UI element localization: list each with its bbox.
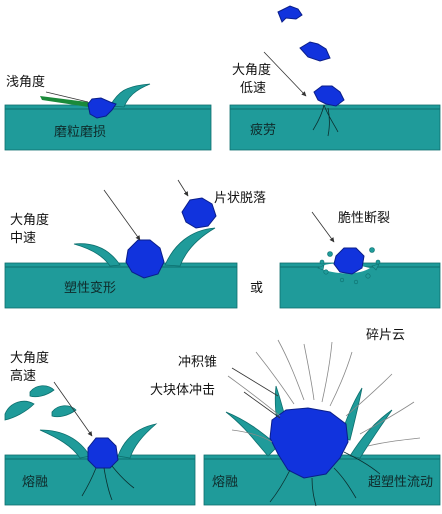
arrow-fatigue [263,51,307,97]
leader-low-angle [45,91,89,103]
label-grain-abrasion: 磨粒磨损 [54,125,107,140]
arrow-flake [177,179,189,197]
particle-fatigue-top [277,5,303,23]
panel-abrasion [4,83,212,151]
panel-brittle [279,211,441,309]
label-flake-spalling: 片状脱落 [214,191,267,206]
label-accumulation-cone: 冲积锥 [178,355,218,370]
label-high-angle-low-speed-1: 大角度 [232,63,272,78]
label-low-angle: 浅角度 [6,75,46,90]
arrow-plastic [103,189,141,241]
leader-bulk [243,391,281,419]
label-brittle-fracture: 脆性断裂 [338,211,391,226]
droplet-2 [29,385,55,398]
particle-brittle [333,247,365,275]
label-high-angle-low-speed-2: 低速 [240,81,267,96]
panel-bulk-impact [203,339,441,507]
panel-plastic [4,179,238,309]
droplet-3 [51,405,77,418]
left-jet-melt [39,429,91,459]
shear-strip [40,96,95,108]
cone-right [349,409,393,459]
lip-curl-abrasion [109,83,151,108]
label-fragment-cloud: 碎片云 [366,328,406,343]
label-high-angle-high-speed-1: 大角度 [10,351,50,366]
right-lip-plastic [164,227,216,267]
label-fatigue: 疲劳 [250,123,277,138]
panel-melt-left [4,381,196,506]
panel-fatigue [229,5,441,151]
right-jet-melt [117,423,158,459]
arrow-brittle [311,211,335,243]
droplet-1 [4,400,35,421]
particle-fatigue-mid [299,41,331,62]
label-high-angle-high-speed-2: 高速 [10,369,37,384]
arrow-melt-left [53,381,93,437]
crack-fatigue [312,104,339,137]
label-melting-right: 熔融 [212,475,239,490]
substrate-fatigue [229,104,441,151]
particle-melt-left [87,437,119,469]
label-bulk-impact: 大块体冲击 [150,383,216,398]
label-high-angle-mid-speed-2: 中速 [10,231,37,246]
leader-cone [231,367,279,397]
cracks-melt-left [81,465,135,501]
particle-bulk [269,407,349,479]
substrate-plastic [4,262,238,309]
particle-fatigue-impact [313,85,345,107]
fragment-cloud-lines [227,339,421,447]
label-melting-left: 熔融 [22,475,49,490]
label-high-angle-mid-speed-1: 大角度 [10,213,50,228]
left-lip-plastic [73,243,121,267]
label-plastic-deformation: 塑性变形 [64,281,117,296]
label-superplastic-flow: 超塑性流动 [368,475,434,490]
cracks-bulk [269,451,381,507]
particle-abrasion [87,97,117,119]
label-or: 或 [250,281,264,296]
particle-plastic [125,239,165,279]
particle-flake [181,197,217,229]
fragments-brittle [317,247,381,285]
